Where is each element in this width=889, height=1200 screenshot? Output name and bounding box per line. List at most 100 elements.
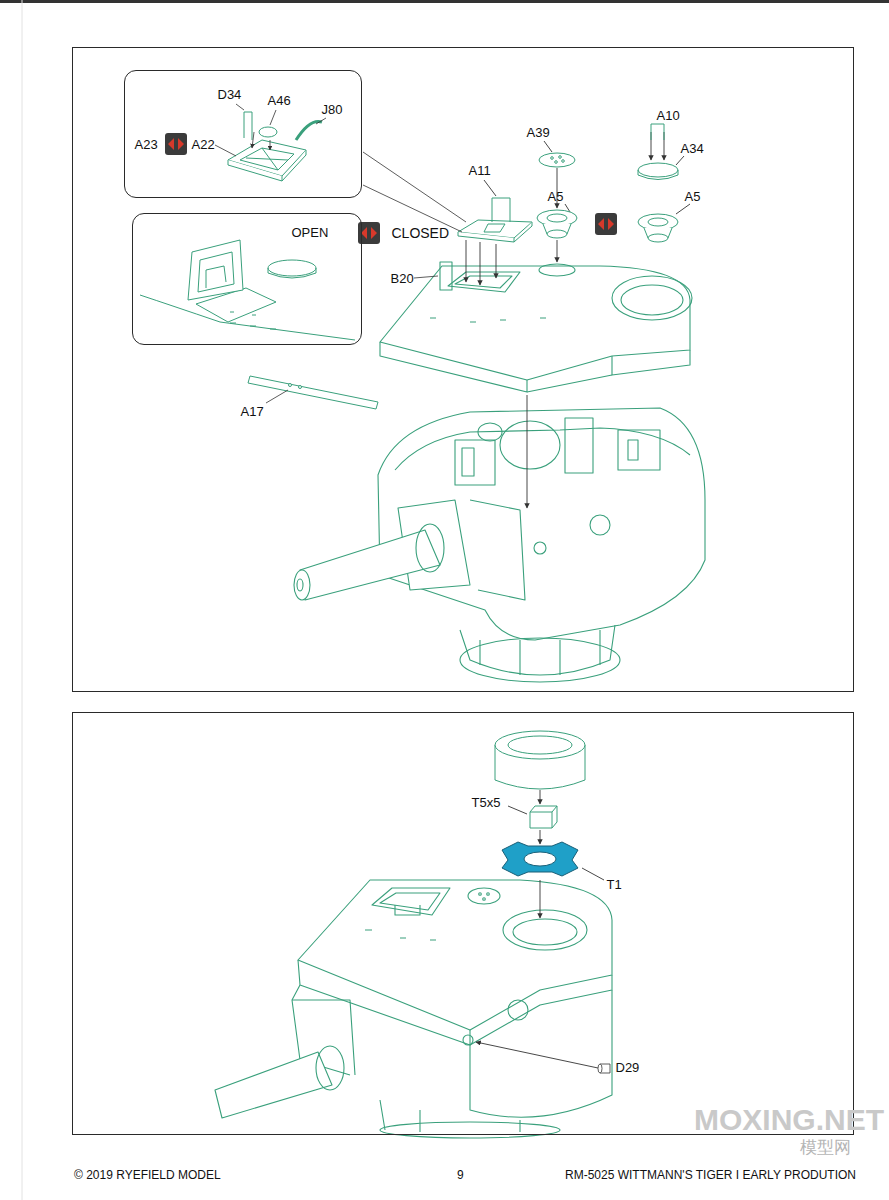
- turret-drawing: [448, 272, 520, 292]
- part-periscope: [648, 218, 668, 226]
- cupola-part: [530, 806, 557, 828]
- arrow: [540, 790, 541, 804]
- leader-line: [266, 390, 288, 403]
- turret-drawing: [380, 266, 690, 380]
- turret-drawing: [468, 888, 500, 904]
- turret-drawing: [463, 1035, 473, 1045]
- callout-number: B20: [391, 271, 414, 287]
- inset-drawing: [244, 112, 252, 140]
- inset-drawing: [240, 148, 294, 170]
- inset-drawing: [296, 121, 322, 140]
- part-hatch: [492, 198, 510, 222]
- callout-number: A10: [657, 108, 680, 124]
- turret-drawing: [483, 898, 486, 901]
- turret-drawing: [487, 893, 490, 896]
- part-periscope: [638, 170, 678, 180]
- part-periscope: [547, 230, 567, 238]
- arrow: [540, 880, 541, 918]
- arrow: [544, 141, 552, 152]
- callout-number: A5: [685, 189, 701, 205]
- part-periscope: [651, 124, 664, 140]
- arrow: [484, 180, 496, 196]
- turret-drawing: [455, 276, 512, 288]
- callout-number: J80: [322, 102, 343, 118]
- turret-drawing: [395, 428, 690, 470]
- part-periscope: [555, 161, 558, 164]
- part-t1: [502, 842, 578, 876]
- turret-drawing: [380, 893, 440, 910]
- turret-drawing: [298, 880, 612, 1030]
- callout-number: D34: [218, 87, 242, 103]
- leader-line: [316, 118, 326, 124]
- cupola-part: [495, 731, 585, 759]
- turret-drawing: [294, 570, 310, 600]
- part-t1: [524, 852, 556, 866]
- part-periscope: [648, 234, 668, 242]
- turret-drawing: [294, 262, 705, 682]
- part-a17: [248, 376, 378, 409]
- turret-drawing: [378, 408, 705, 640]
- callout-number: A46: [268, 93, 291, 109]
- leader-line: [363, 152, 466, 222]
- part-a17: [289, 384, 292, 387]
- callout-number: A17: [241, 404, 264, 420]
- part-a17: [248, 376, 378, 409]
- part-periscope: [638, 214, 678, 230]
- inset-drawing: [140, 240, 355, 340]
- swap-icon: [165, 133, 187, 155]
- swap-icon: [168, 138, 184, 150]
- arrow: [496, 244, 497, 278]
- turret-drawing: [618, 430, 660, 470]
- turret-drawing: [440, 262, 452, 290]
- part-periscope: [562, 160, 565, 163]
- callout-number: T5x5: [472, 795, 501, 811]
- inset-drawing: [230, 312, 276, 329]
- inset-drawing: [228, 112, 322, 181]
- part-d29: [598, 1064, 602, 1073]
- cupola-part: [530, 812, 552, 828]
- callout-number: CLOSED: [392, 225, 450, 241]
- arrow: [527, 395, 528, 508]
- inset-drawing: [268, 260, 316, 276]
- part-periscope: [547, 214, 567, 222]
- turret-drawing: [470, 500, 525, 600]
- part-hatch: [458, 198, 532, 242]
- detail-inset: OPEN: [132, 213, 362, 345]
- part-hatch: [514, 222, 532, 242]
- turret-drawing: [365, 930, 436, 940]
- arrow: [540, 830, 541, 844]
- turret-drawing: [297, 579, 303, 591]
- part-d29: [598, 1064, 610, 1073]
- turret-drawing: [380, 1122, 560, 1138]
- turret-drawing: [416, 524, 444, 572]
- watermark: 模型网: [800, 1138, 851, 1158]
- turret-drawing: [539, 264, 575, 276]
- turret-drawing: [470, 990, 612, 1117]
- leader-line: [236, 104, 244, 110]
- page-edge: [0, 0, 889, 3]
- turret-drawing: [480, 630, 600, 675]
- turret-drawing: [215, 880, 612, 1138]
- leader-line: [414, 276, 438, 278]
- callout-number: A11: [469, 163, 491, 179]
- cupola-part: [508, 736, 572, 754]
- step-panel: T5x5T1D29: [72, 712, 854, 1135]
- leader-line: [252, 132, 254, 148]
- arrow: [557, 240, 558, 262]
- arrow: [527, 395, 528, 508]
- turret-drawing: [372, 888, 450, 915]
- inset-drawing: [198, 252, 234, 292]
- copyright: © 2019 RYEFIELD MODEL: [74, 1168, 221, 1182]
- arrow: [676, 156, 684, 165]
- arrow: [466, 240, 467, 282]
- arrow: [476, 790, 604, 1068]
- turret-drawing: [621, 285, 683, 315]
- part-periscope: [537, 210, 577, 226]
- turret-drawing: [479, 893, 482, 896]
- inset-drawing: [246, 148, 288, 170]
- arrow: [476, 1042, 598, 1068]
- arrow: [466, 132, 690, 285]
- part-periscope: [539, 153, 575, 167]
- part-a17: [299, 386, 302, 389]
